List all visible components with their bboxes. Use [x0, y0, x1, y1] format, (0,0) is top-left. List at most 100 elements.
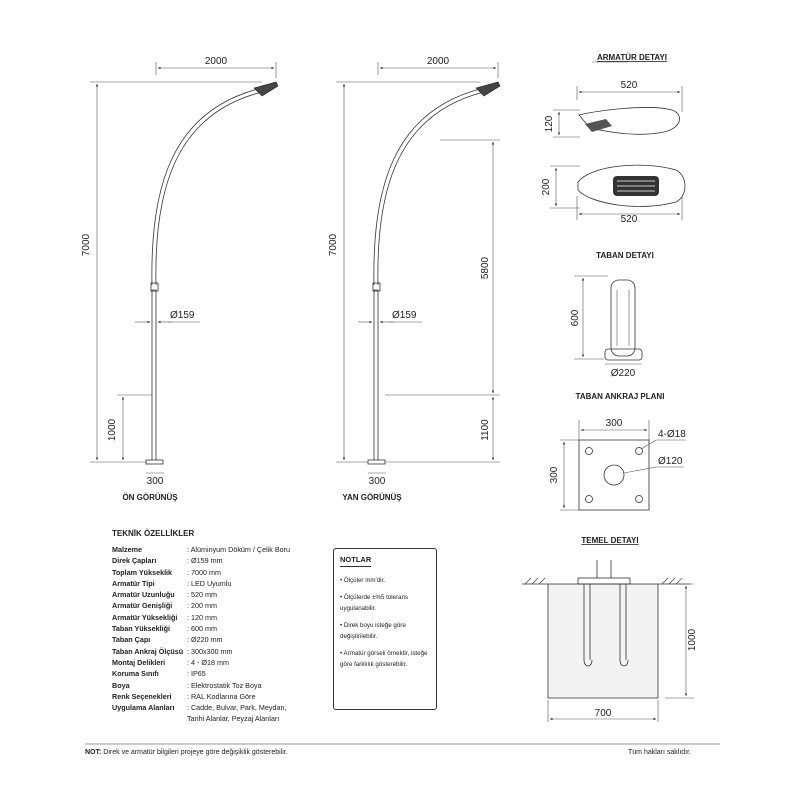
spec-row: Montaj Delikleri : 4 - Ø18 mm: [112, 657, 337, 668]
anchor-plan: TABAN ANKRAJ PLANI 300 300 4-Ø18 Ø120: [549, 392, 686, 511]
spec-key: Boya: [112, 680, 130, 690]
front-pole-collar: [150, 282, 159, 292]
spec-row: Tarihi Alanlar, Peyzaj Alanları: [112, 713, 337, 724]
spec-key: Uygulama Alanları: [112, 703, 175, 713]
anchor-bolt: [619, 584, 629, 667]
front-pole-diameter: Ø159: [170, 310, 195, 321]
foundation-depth: 1000: [687, 628, 698, 651]
spec-key: Toplam Yükseklik: [112, 567, 173, 577]
foundation-plate: [577, 577, 631, 585]
side-upper-height-dimension: 5800: [480, 256, 491, 279]
base-column: [610, 279, 636, 357]
spec-value: : Cadde, Bulvar, Park, Meydan,: [187, 703, 287, 713]
spec-row: Taban Çapı : Ø220 mm: [112, 634, 337, 645]
front-luminaire: [253, 81, 279, 97]
spec-value: : LED Uyumlu: [187, 578, 232, 588]
luminaire-width-bottom: 520: [621, 214, 638, 225]
side-view-label: YAN GÖRÜNÜŞ: [342, 493, 402, 502]
front-pole-lower: [151, 289, 157, 460]
notes-list: • Ölçüler mm'dir. • Ölçülerde ±%5 toleran…: [340, 575, 430, 670]
spec-key: Armatür Genişliği: [112, 601, 173, 611]
specs-title: TEKNİK ÖZELLİKLER: [112, 529, 195, 538]
anchor-center-hole: [603, 464, 625, 486]
luminaire-depth: 200: [541, 178, 552, 195]
front-base-height-dimension: 1000: [107, 418, 118, 441]
luminaire-detail-title: ARMATÜR DETAYI: [597, 53, 667, 62]
spec-key: Taban Ankraj Ölçüsü: [112, 646, 184, 656]
spec-value: : 600 mm: [187, 624, 217, 634]
note-item: • Armatür görseli örnektir, isteğe göre …: [340, 650, 428, 668]
side-luminaire: [475, 81, 501, 97]
spec-key: Renk Seçenekleri: [112, 691, 172, 701]
spec-value: : 200 mm: [187, 601, 217, 611]
spec-row: Taban Ankraj Ölçüsü: 300x300 mm: [112, 646, 337, 657]
spec-row: Koruma Sınıfı : IP65: [112, 668, 337, 679]
anchor-hole: [585, 447, 593, 455]
spec-row: Armatür Tipi: LED Uyumlu: [112, 578, 337, 589]
footer-rights: Tüm hakları saklıdır.: [628, 749, 692, 756]
front-view-label: ÖN GÖRÜNÜŞ: [122, 493, 178, 502]
note-item: • Ölçüler mm'dir.: [340, 577, 385, 584]
spec-value: : RAL Kodlarına Göre: [187, 691, 256, 701]
anchor-center-label: Ø120: [658, 456, 683, 467]
side-pole-lower: [373, 289, 379, 460]
luminaire-height: 120: [544, 115, 555, 132]
side-arm-outer: [373, 87, 485, 286]
side-height-dimension: 7000: [328, 233, 339, 256]
luminaire-detail: ARMATÜR DETAYI 520 120 200 520: [541, 53, 686, 225]
base-diameter: Ø220: [611, 368, 636, 379]
spec-row: Toplam Yükseklik : 7000 mm: [112, 567, 337, 578]
side-arm-dimension: 2000: [427, 56, 450, 67]
foundation-block: [547, 583, 659, 699]
side-base-width: 300: [369, 476, 386, 487]
spec-row: Uygulama Alanları : Cadde, Bulvar, Park, …: [112, 702, 337, 713]
front-base-plate: [145, 459, 164, 465]
technical-specs: TEKNİK ÖZELLİKLER Malzeme: Alüminyum Dök…: [112, 529, 337, 725]
foundation-width: 700: [595, 708, 612, 719]
anchor-hole: [635, 495, 643, 503]
spec-row: Armatür Uzunluğu : 520 mm: [112, 589, 337, 600]
base-height: 600: [570, 309, 581, 326]
luminaire-neck: [585, 119, 612, 132]
spec-value: : 520 mm: [187, 590, 217, 600]
front-arm-dimension: 2000: [205, 56, 228, 67]
front-arm-inner: [155, 91, 263, 286]
luminaire-width-top: 520: [621, 80, 638, 91]
anchor-holes-label: 4-Ø18: [658, 429, 686, 440]
spec-value: : IP65: [187, 669, 206, 679]
front-height-dimension: 7000: [81, 233, 92, 256]
side-base-plate: [367, 459, 386, 465]
anchor-height: 300: [549, 466, 560, 483]
spec-value: : Elektrostatik Toz Boya: [187, 680, 262, 690]
note-item: • Direk boyu isteğe göre değiştirilebili…: [340, 622, 406, 640]
spec-value: : Ø220 mm: [187, 635, 223, 645]
anchor-hole: [635, 447, 643, 455]
spec-row: Armatür Genişliği : 200 mm: [112, 600, 337, 611]
luminaire-side-profile: [578, 107, 680, 135]
anchor-hole: [585, 495, 593, 503]
spec-key: Koruma Sınıfı: [112, 669, 159, 679]
anchor-bolt: [583, 584, 593, 667]
spec-value: : Ø159 mm: [187, 556, 223, 566]
spec-value: : 7000 mm: [187, 567, 221, 577]
notes-box: NOTLAR • Ölçüler mm'dir. • Ölçülerde ±%5 …: [333, 548, 437, 710]
spec-key: Taban Çapı: [112, 635, 151, 645]
spec-value: : 120 mm: [187, 612, 217, 622]
spec-row: Armatür Yüksekliği : 120 mm: [112, 612, 337, 623]
spec-value: : 4 - Ø18 mm: [187, 657, 229, 667]
side-base-height-dimension: 1100: [480, 419, 491, 441]
spec-key: Armatür Yüksekliği: [112, 612, 178, 622]
front-arm-outer: [151, 87, 263, 286]
notes-title: NOTLAR: [340, 555, 372, 567]
side-view: 2000 7000 5800 1100 Ø159 300 YAN GÖRÜNÜŞ: [328, 56, 501, 502]
anchor-width: 300: [606, 418, 623, 429]
footer-note-prefix: NOT:: [85, 749, 102, 756]
note-item: • Ölçülerde ±%5 tolerans uygulanabilir.: [340, 594, 409, 612]
front-base-width: 300: [147, 476, 164, 487]
foundation-detail-title: TEMEL DETAYI: [581, 536, 638, 545]
spec-key: Montaj Delikleri: [112, 657, 166, 667]
spec-key: Armatür Uzunluğu: [112, 590, 175, 600]
luminaire-bottom-profile: [577, 164, 686, 207]
